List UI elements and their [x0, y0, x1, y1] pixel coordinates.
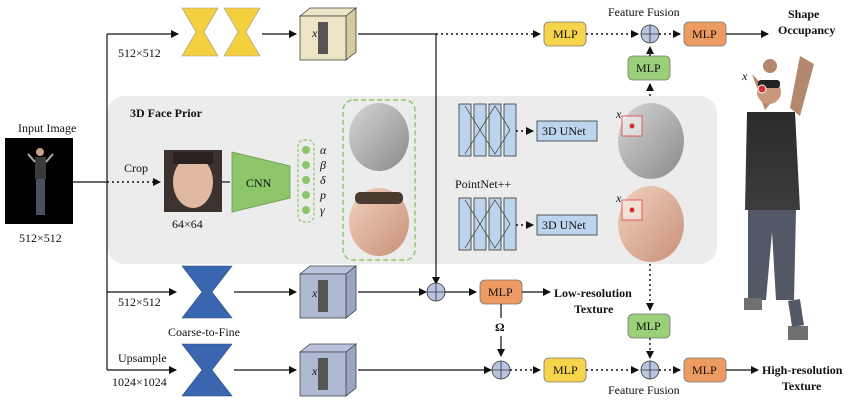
- param-gamma: γ: [320, 203, 325, 217]
- crop-label: Crop: [124, 161, 148, 175]
- param-dot-p: [302, 191, 310, 199]
- shape-occupancy-line2: Occupancy: [778, 23, 835, 37]
- bottom-feature-volume: [298, 343, 358, 397]
- cnn-label: CNN: [246, 176, 272, 190]
- human-query-point: [757, 84, 767, 94]
- param-vector: [297, 139, 315, 223]
- face-prior-title: 3D Face Prior: [130, 106, 203, 120]
- unet-top: [536, 120, 598, 142]
- unet-bottom: [536, 214, 598, 236]
- face-res-label: 64×64: [172, 217, 203, 231]
- shape-occupancy-line1: Shape: [788, 7, 820, 21]
- pointnet-bottom: [458, 197, 517, 251]
- shape-mlp-2-label: MLP: [692, 27, 717, 41]
- input-person-figure: [27, 148, 54, 215]
- low-res-texture-line1: Low-resolution: [554, 286, 632, 300]
- high-res-mlp-1-label: MLP: [553, 363, 578, 377]
- param-dot-delta: [302, 176, 310, 184]
- high-res-mlp-2-label: MLP: [692, 363, 717, 377]
- prior-mesh-frame: [342, 99, 416, 261]
- top-feature-fusion-label: Feature Fusion: [608, 5, 680, 19]
- low-res-texture-line2: Texture: [574, 302, 614, 316]
- bottom-branch-res: 1024×1024: [112, 375, 167, 389]
- param-alpha: α: [320, 143, 327, 157]
- mid-encoder: [181, 265, 233, 319]
- shape-face-x: x: [615, 107, 622, 121]
- input-res-label: 512×512: [19, 231, 62, 245]
- prior-mesh-gray: [349, 103, 409, 171]
- low-res-mlp-label: MLP: [488, 285, 513, 299]
- unet-bottom-label: 3D UNet: [542, 218, 586, 232]
- shape-face-gray: [618, 103, 684, 179]
- texture-face-skin: [618, 186, 684, 262]
- cnn-block: [231, 151, 291, 213]
- high-res-texture-line2: Texture: [782, 379, 822, 393]
- param-dot-beta: [302, 161, 310, 169]
- mid-branch-res: 512×512: [118, 295, 161, 309]
- shape-green-mlp-label: MLP: [636, 61, 661, 75]
- param-p: p: [319, 188, 326, 202]
- mid-x-symbol: x: [311, 286, 318, 300]
- shape-mlp-1-label: MLP: [553, 27, 578, 41]
- input-image-label: Input Image: [18, 121, 76, 135]
- top-encoder-2: [223, 7, 261, 57]
- param-beta: β: [319, 158, 326, 172]
- coarse-to-fine-label: Coarse-to-Fine: [168, 325, 240, 339]
- bottom-encoder: [181, 343, 233, 397]
- human-x-symbol: x: [741, 69, 748, 83]
- top-feature-volume: [298, 7, 358, 61]
- texture-green-mlp: [627, 313, 671, 339]
- param-dot-gamma: [302, 206, 310, 214]
- top-x-symbol: x: [311, 26, 318, 40]
- cropped-face-image: [164, 150, 222, 212]
- mid-feature-volume: [298, 265, 358, 319]
- top-branch-res: 512×512: [118, 46, 161, 60]
- shape-green-mlp: [627, 55, 671, 81]
- bottom-feature-fusion-label: Feature Fusion: [608, 383, 680, 397]
- upsample-label: Upsample: [118, 351, 167, 365]
- bottom-x-symbol: x: [311, 364, 318, 378]
- prior-mesh-textured: [349, 188, 409, 256]
- high-res-texture-line1: High-resolution: [762, 363, 843, 377]
- reconstructed-human: [744, 56, 814, 340]
- pointnet-top: [458, 103, 517, 157]
- param-dot-alpha: [302, 146, 310, 154]
- omega-symbol: Ω: [495, 320, 505, 334]
- top-encoder-1: [181, 7, 219, 57]
- texture-green-mlp-label: MLP: [636, 319, 661, 333]
- param-delta: δ: [320, 173, 326, 187]
- pointnet-label: PointNet++: [455, 177, 511, 191]
- unet-top-label: 3D UNet: [542, 124, 586, 138]
- texture-face-x: x: [615, 191, 622, 205]
